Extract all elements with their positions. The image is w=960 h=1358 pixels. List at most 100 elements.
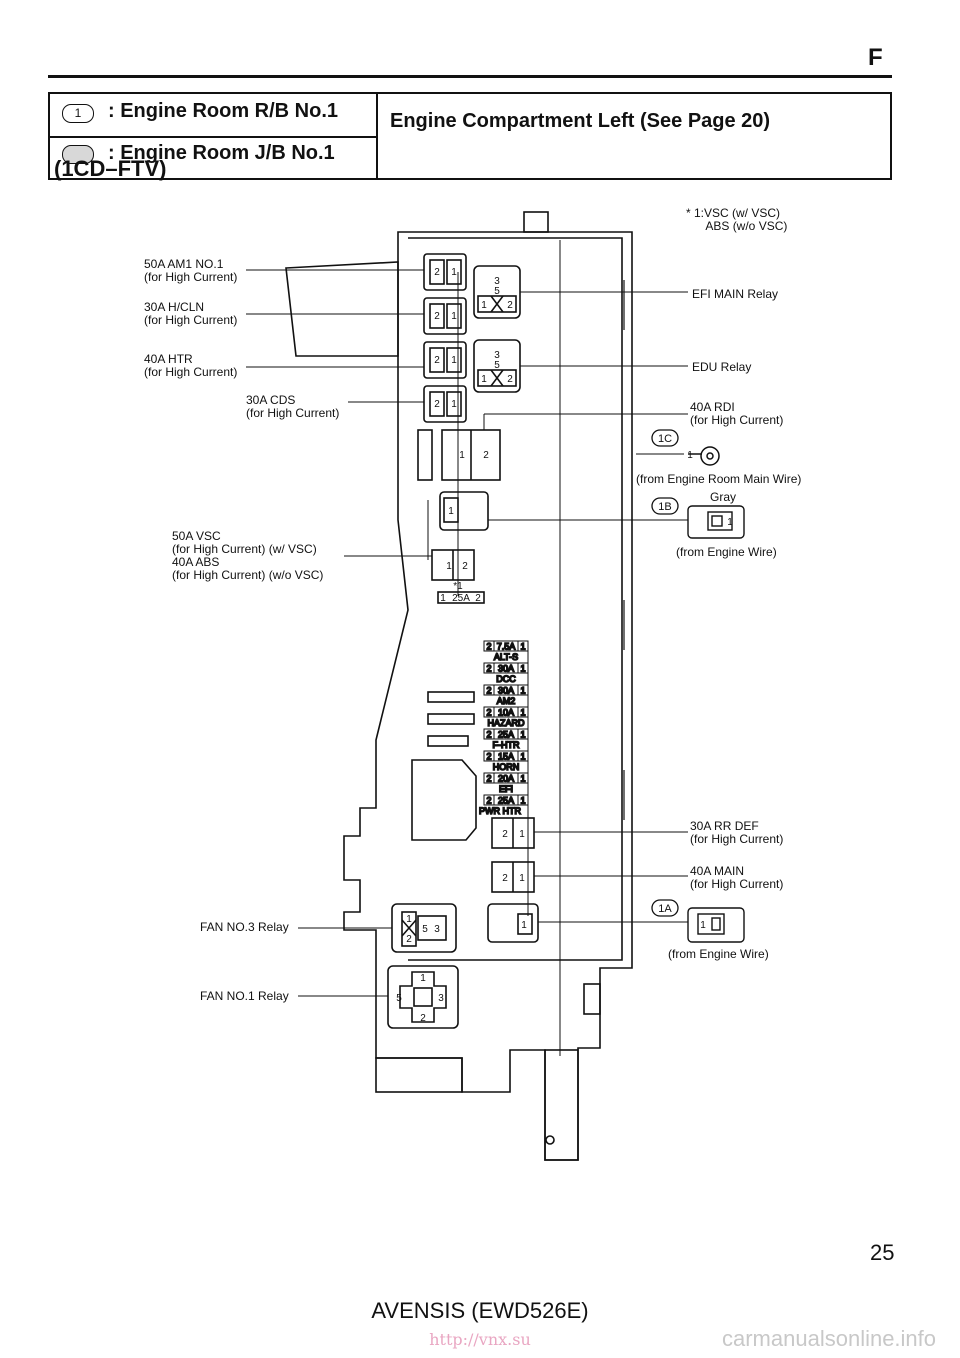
footer-url[interactable]: http://vnx.su bbox=[429, 1330, 531, 1349]
svg-text:15A: 15A bbox=[498, 752, 514, 762]
label-rr-def: 30A RR DEF (for High Current) bbox=[690, 819, 784, 846]
svg-text:2: 2 bbox=[434, 311, 440, 322]
svg-text:2: 2 bbox=[507, 300, 513, 311]
svg-text:3: 3 bbox=[438, 993, 444, 1004]
legend-junction-block-label: : Engine Room J/B No.1 bbox=[108, 142, 335, 164]
svg-text:PWR HTR: PWR HTR bbox=[479, 806, 521, 816]
page-number: 25 bbox=[870, 1240, 895, 1265]
label-fan1-relay: FAN NO.1 Relay bbox=[200, 989, 289, 1003]
footnote-star1: * 1:VSC (w/ VSC) ABS (w/o VSC) bbox=[686, 206, 788, 233]
svg-text:1: 1 bbox=[520, 796, 525, 806]
watermark: carmanualsonline.info bbox=[722, 1326, 937, 1351]
svg-text:1: 1 bbox=[520, 708, 525, 718]
svg-text:1: 1 bbox=[451, 311, 457, 322]
svg-text:25A: 25A bbox=[452, 593, 470, 604]
svg-text:1: 1 bbox=[520, 774, 525, 784]
svg-text:F-HTR: F-HTR bbox=[493, 740, 520, 750]
pin-label: 2 bbox=[434, 267, 440, 278]
svg-text:1: 1 bbox=[519, 829, 525, 840]
svg-text:2: 2 bbox=[502, 829, 508, 840]
svg-text:1: 1 bbox=[446, 561, 452, 572]
svg-text:2: 2 bbox=[486, 774, 491, 784]
svg-text:2: 2 bbox=[434, 399, 440, 410]
connector-1b-badge: 1B bbox=[658, 501, 671, 513]
svg-text:5: 5 bbox=[494, 286, 500, 297]
label-fan3-relay: FAN NO.3 Relay bbox=[200, 920, 289, 934]
svg-text:2: 2 bbox=[507, 374, 513, 385]
label-am1: 50A AM1 NO.1 (for High Current) bbox=[144, 257, 238, 284]
label-hcln: 30A H/CLN (for High Current) bbox=[144, 300, 238, 327]
junction-block-badge-icon bbox=[62, 145, 94, 164]
legend-row-relay-block: 1 : Engine Room R/B No.1 bbox=[50, 94, 376, 138]
svg-text:25A: 25A bbox=[498, 796, 514, 806]
svg-text:1: 1 bbox=[440, 593, 446, 604]
svg-text:1: 1 bbox=[520, 642, 525, 652]
svg-text:2: 2 bbox=[502, 873, 508, 884]
svg-text:ALT-S: ALT-S bbox=[494, 652, 518, 662]
svg-text:1: 1 bbox=[420, 973, 426, 984]
svg-text:5: 5 bbox=[494, 360, 500, 371]
svg-text:HAZARD: HAZARD bbox=[487, 718, 525, 728]
svg-text:1: 1 bbox=[519, 873, 525, 884]
svg-text:1: 1 bbox=[727, 517, 733, 528]
svg-text:1: 1 bbox=[406, 914, 412, 925]
svg-text:3: 3 bbox=[494, 350, 500, 361]
label-main: 40A MAIN (for High Current) bbox=[690, 864, 784, 891]
label-edu-relay: EDU Relay bbox=[692, 360, 752, 374]
svg-text:1: 1 bbox=[459, 450, 465, 461]
footer-title: AVENSIS (EWD526E) bbox=[371, 1298, 589, 1323]
svg-text:2: 2 bbox=[486, 642, 491, 652]
svg-text:2: 2 bbox=[486, 664, 491, 674]
svg-text:1: 1 bbox=[451, 399, 457, 410]
legend-location: Engine Compartment Left (See Page 20) bbox=[390, 110, 771, 132]
svg-text:1: 1 bbox=[520, 752, 525, 762]
svg-text:20A: 20A bbox=[498, 774, 514, 784]
svg-text:5: 5 bbox=[422, 924, 428, 935]
svg-text:2: 2 bbox=[462, 561, 468, 572]
svg-text:2: 2 bbox=[486, 796, 491, 806]
svg-text:2: 2 bbox=[420, 1013, 426, 1024]
legend-table: 1 : Engine Room R/B No.1 : Engine Room J… bbox=[48, 92, 892, 180]
svg-text:*1: *1 bbox=[453, 581, 463, 592]
svg-text:1: 1 bbox=[521, 920, 527, 931]
label-from-engine-wire-1b: (from Engine Wire) bbox=[676, 545, 777, 559]
svg-text:2: 2 bbox=[475, 593, 481, 604]
svg-text:3: 3 bbox=[434, 924, 440, 935]
svg-text:2: 2 bbox=[486, 708, 491, 718]
svg-text:5: 5 bbox=[396, 993, 402, 1004]
legend-row-junction-block: : Engine Room J/B No.1 bbox=[50, 136, 376, 178]
svg-text:10A: 10A bbox=[498, 708, 514, 718]
label-from-engine-wire-1a: (from Engine Wire) bbox=[668, 947, 769, 961]
svg-text:1: 1 bbox=[520, 686, 525, 696]
svg-text:2: 2 bbox=[486, 752, 491, 762]
svg-text:1: 1 bbox=[700, 920, 706, 931]
svg-text:2: 2 bbox=[434, 355, 440, 366]
label-vsc-abs: 50A VSC (for High Current) (w/ VSC) 40A … bbox=[172, 529, 324, 582]
svg-text:1: 1 bbox=[481, 374, 487, 385]
svg-text:EFI: EFI bbox=[499, 784, 513, 794]
svg-text:25A: 25A bbox=[498, 730, 514, 740]
connector-1a-badge: 1A bbox=[658, 903, 672, 915]
legend-left-cell: 1 : Engine Room R/B No.1 : Engine Room J… bbox=[50, 94, 378, 178]
legend-relay-block-label: : Engine Room R/B No.1 bbox=[108, 100, 338, 122]
relay-block-badge-icon: 1 bbox=[62, 104, 94, 123]
label-cds: 30A CDS (for High Current) bbox=[246, 393, 340, 420]
svg-text:1: 1 bbox=[687, 450, 693, 461]
svg-text:1: 1 bbox=[520, 730, 525, 740]
label-htr: 40A HTR (for High Current) bbox=[144, 352, 238, 379]
svg-text:2: 2 bbox=[406, 934, 412, 945]
svg-text:3: 3 bbox=[494, 276, 500, 287]
svg-text:2: 2 bbox=[483, 450, 489, 461]
svg-text:DCC: DCC bbox=[496, 674, 516, 684]
engine-variant-title: (1CD–FTV) bbox=[54, 156, 167, 181]
label-gray: Gray bbox=[710, 490, 737, 504]
label-from-main-wire: (from Engine Room Main Wire) bbox=[636, 472, 802, 486]
svg-text:AM2: AM2 bbox=[497, 696, 516, 706]
